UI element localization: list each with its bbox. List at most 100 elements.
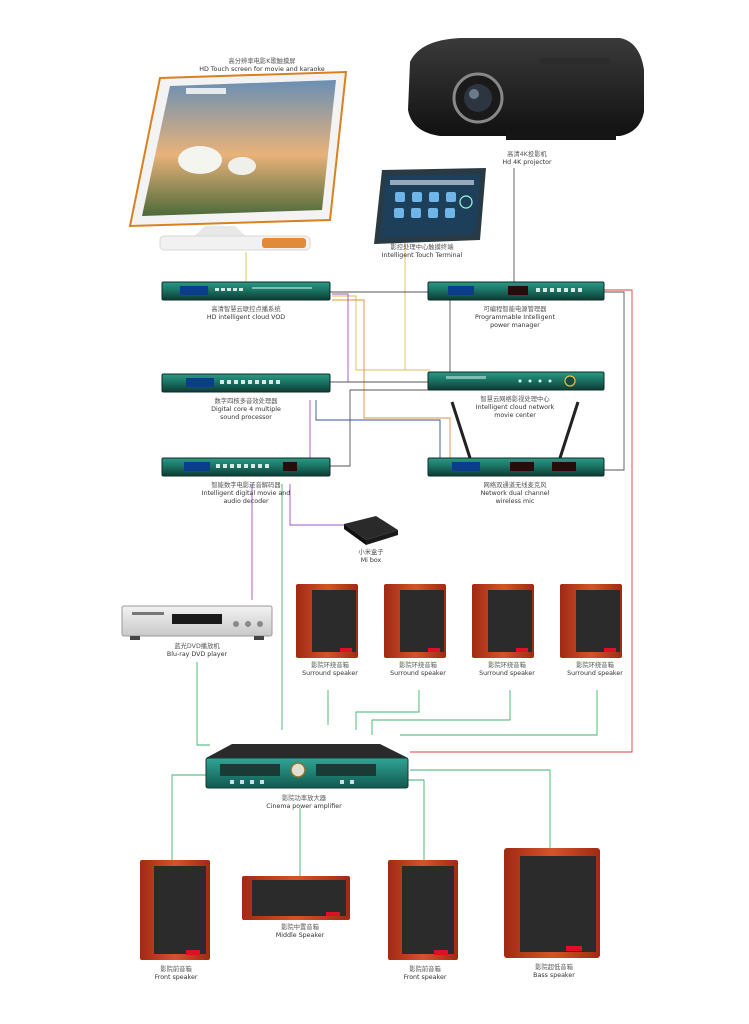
power-manager-rack: [427, 281, 605, 301]
caption-vod: 高清智慧云联控点播系统 HD intelligent cloud VOD: [207, 306, 285, 322]
amplifier-device: [205, 744, 409, 789]
caption-zh: 影院功率放大器: [281, 795, 327, 802]
caption-en: Front speaker: [403, 974, 447, 982]
caption-decoder: 智能数字电影还音解码器 Intelligent digital movie an…: [202, 482, 291, 507]
caption-zh: 蓝光DVD播放机: [174, 643, 220, 650]
line-power-mic: [602, 291, 625, 471]
caption-surround-4: 影院环绕音箱 Surround speaker: [567, 662, 623, 678]
caption-zh: 可编程智能电源管理器: [483, 306, 547, 313]
caption-zh: 小米盒子: [358, 549, 384, 556]
caption-en: Surround speaker: [479, 670, 535, 678]
line-surround4-amp: [400, 690, 598, 736]
caption-zh: 影院中置音箱: [281, 924, 319, 931]
caption-zh: 数字四核多音效处理器: [214, 398, 278, 405]
caption-zh: 影院环绕音箱: [311, 662, 349, 669]
line-vod-center-orange: [332, 299, 451, 462]
surround-speaker-1: [296, 584, 358, 658]
caption-en: Bass speaker: [533, 972, 575, 980]
line-bluray-amp: [196, 662, 210, 746]
surround-speaker-4: [560, 584, 622, 658]
caption-en: Blu-ray DVD player: [166, 651, 228, 659]
caption-en: Surround speaker: [302, 670, 358, 678]
caption-surround-2: 影院环绕音箱 Surround speaker: [390, 662, 446, 678]
caption-zh: 高清智慧云联控点播系统: [211, 306, 281, 313]
caption-en-2: power manager: [490, 322, 540, 330]
caption-en: Intelligent digital movie and: [201, 490, 291, 498]
line-vod-purple: [332, 293, 430, 383]
caption-en: Programmable Intelligent: [475, 314, 555, 322]
bluray-device: [121, 605, 273, 640]
caption-zh: 智慧云网络影视处理中心: [480, 396, 550, 403]
line-decoder-mibox: [289, 484, 344, 526]
caption-mi-box: 小米盒子 Mi box: [358, 549, 383, 565]
movie-center-rack: [427, 371, 605, 391]
caption-en: Middle Speaker: [275, 932, 325, 940]
front-speaker-right: [388, 860, 458, 960]
caption-touch-terminal: 影控处理中心触摸终端 Intelligent Touch Terminal: [382, 244, 462, 260]
line-surround2-amp: [355, 690, 420, 730]
vod-rack: [161, 281, 331, 301]
caption-zh: 影院前音箱: [409, 966, 441, 973]
line-amp-front-left: [171, 774, 210, 860]
caption-bluray: 蓝光DVD播放机 Blu-ray DVD player: [167, 643, 227, 659]
line-vod-center-yellow: [332, 295, 430, 371]
caption-en-2: wireless mic: [495, 498, 535, 506]
caption-surround-3: 影院环绕音箱 Surround speaker: [479, 662, 535, 678]
caption-zh: 高清4K投影机: [507, 151, 547, 158]
sound-processor-rack: [161, 373, 331, 393]
caption-en: Digital core 4 multiple: [211, 406, 281, 414]
caption-en: Cinema power amplifier: [266, 803, 342, 811]
caption-en: Front speaker: [154, 974, 198, 982]
mi-box-device: [344, 516, 398, 545]
caption-middle: 影院中置音箱 Middle Speaker: [276, 924, 324, 940]
caption-zh: 影控处理中心触摸终端: [390, 244, 454, 251]
caption-zh: 网络双通道无线麦克风: [483, 482, 547, 489]
line-decoder-center: [330, 389, 430, 467]
touch-screen-device: [128, 70, 348, 251]
surround-speaker-3: [472, 584, 534, 658]
caption-en: Surround speaker: [567, 670, 623, 678]
caption-surround-1: 影院环绕音箱 Surround speaker: [302, 662, 358, 678]
caption-en: HD intelligent cloud VOD: [206, 314, 286, 322]
caption-front-left: 影院前音箱 Front speaker: [155, 966, 198, 982]
caption-en: Surround speaker: [390, 670, 446, 678]
caption-power-manager: 可编程智能电源管理器 Programmable Intelligent powe…: [475, 306, 555, 331]
bass-speaker: [504, 848, 600, 958]
caption-en-2: audio decoder: [223, 498, 269, 506]
front-speaker-left: [140, 860, 210, 960]
caption-movie-center: 智慧云网络影视处理中心 Intelligent cloud network mo…: [476, 396, 554, 421]
caption-zh: 影院超低音箱: [535, 964, 573, 971]
line-sp-mic: [315, 400, 441, 462]
caption-projector: 高清4K投影机 Hd 4K projector: [502, 151, 551, 167]
caption-en-2: sound processor: [220, 414, 272, 422]
caption-zh: 影院环绕音箱: [576, 662, 614, 669]
line-amp-bass: [410, 769, 551, 848]
caption-wireless-mic: 网络双通道无线麦克风 Network dual channel wireless…: [481, 482, 550, 507]
caption-sound-processor: 数字四核多音效处理器 Digital core 4 multiple sound…: [211, 398, 281, 423]
decoder-rack: [161, 457, 331, 477]
caption-zh: 影院环绕音箱: [399, 662, 437, 669]
caption-zh: 影院前音箱: [160, 966, 192, 973]
caption-zh: 高分辨率电影K歌触摸屏: [228, 58, 296, 65]
line-amp-front-right: [405, 779, 425, 860]
line-surround3-amp: [371, 690, 511, 735]
caption-touch-screen: 高分辨率电影K歌触摸屏 HD Touch screen for movie an…: [199, 58, 324, 74]
caption-en: Hd 4K projector: [502, 159, 552, 167]
wireless-mic-rack: [427, 401, 605, 477]
caption-en-2: movie center: [494, 412, 536, 420]
caption-en: Network dual channel: [480, 490, 550, 498]
projector-device: [408, 38, 644, 140]
caption-en: HD Touch screen for movie and karaoke: [199, 66, 325, 74]
middle-speaker: [242, 876, 350, 920]
caption-zh: 智能数字电影还音解码器: [211, 482, 281, 489]
caption-zh: 影院环绕音箱: [488, 662, 526, 669]
caption-amplifier: 影院功率放大器 Cinema power amplifier: [266, 795, 341, 811]
caption-en: Intelligent cloud network: [475, 404, 555, 412]
touch-terminal-device: [374, 168, 486, 244]
caption-bass: 影院超低音箱 Bass speaker: [533, 964, 575, 980]
caption-en: Mi box: [360, 557, 382, 565]
line-power-amp: [410, 289, 633, 753]
surround-speaker-2: [384, 584, 446, 658]
connection-lines: [171, 168, 633, 876]
